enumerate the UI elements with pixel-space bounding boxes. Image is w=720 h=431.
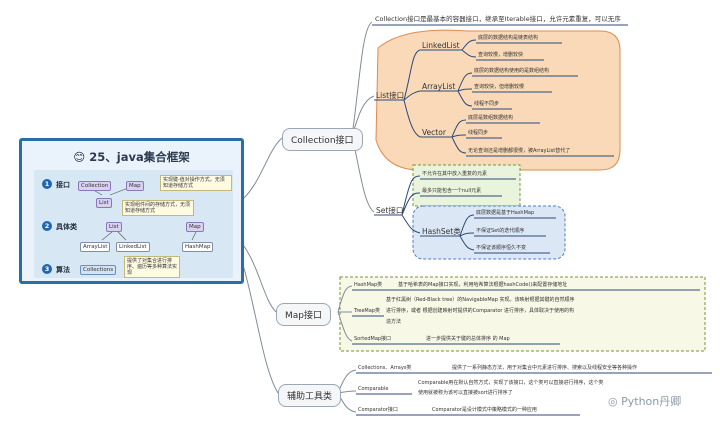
sortedmap-label: SortedMap接口 xyxy=(354,336,392,342)
set-region xyxy=(412,164,521,207)
edge-hashset-items xyxy=(459,214,475,251)
comparator-label: Comparator接口 xyxy=(358,407,398,413)
mini-collection: Collection xyxy=(78,181,112,191)
mini-linkedlist: LinkedList xyxy=(116,242,150,252)
edge-list-linked xyxy=(403,49,421,101)
mini-arraylist: ArrayList xyxy=(80,242,111,252)
edge-to-map xyxy=(243,245,277,313)
set-item-2: 最多只能包含一个null元素 xyxy=(422,188,482,194)
center-card-body: 1 接口 2 具体类 3 算法 Collection Map List 实现键-… xyxy=(34,170,233,278)
edge-to-collection xyxy=(243,137,283,199)
linkedlist-item-2: 查询较慢，增删较快 xyxy=(478,52,524,58)
step-1-badge: 1 xyxy=(42,179,52,189)
hashset-label: HashSet类 xyxy=(422,227,461,236)
map-node[interactable]: Map接口 xyxy=(276,303,331,326)
arraylist-item-3: 线程不同步 xyxy=(474,101,500,107)
list-interface-label: List接口 xyxy=(376,91,405,100)
step-3-label: 算法 xyxy=(56,266,70,274)
edge-list-array xyxy=(403,90,421,101)
linkedlist-item-1: 底层的数据结构是链表结构 xyxy=(478,35,539,41)
comparator-text: Comparator是设计模式中策略模式的一种应用 xyxy=(432,407,537,413)
map-region xyxy=(339,276,706,352)
algo-note: 提供了对集合进行排序、遍历等多种算法实现 xyxy=(124,256,180,278)
collection-node[interactable]: Collection接口 xyxy=(282,128,363,151)
vector-item-2: 线程同步 xyxy=(468,130,489,136)
sortedmap-text: 进一步提供关于键的总体排序 的 Map xyxy=(426,336,510,342)
hashset-item-2: 不保证Set的迭代顺序 xyxy=(476,228,525,234)
hashset-region xyxy=(412,205,566,260)
comparable-label: Comparable xyxy=(358,386,389,392)
step-3-badge: 3 xyxy=(42,264,52,274)
step-2-badge: 2 xyxy=(42,221,52,231)
watermark: ◎ Python丹卿 xyxy=(608,393,681,409)
hashset-item-1: 底层数据是基于HashMap xyxy=(476,210,535,216)
hashset-item-3: 不保证该顺序恒久不变 xyxy=(476,245,527,251)
edge-linked-items xyxy=(461,39,477,58)
set-interface-label: Set接口 xyxy=(376,206,404,215)
mini-map-2: Map xyxy=(186,222,204,232)
treemap-text-2: 进行排序，或者 根据创建映射时提供的Comparator 进行排序，具体取决于使… xyxy=(386,308,575,314)
step-2-label: 具体类 xyxy=(56,223,77,231)
collections-arrays-label: Collections、Arrays类 xyxy=(358,365,412,371)
treemap-text-1: 基于红黑树（Red-Black tree）的NavigableMap 实现。该映… xyxy=(386,297,575,303)
smile-icon: 😊 xyxy=(73,150,86,164)
collection-intro: Collection接口是最基本的容器接口，继承至Iterable接口，允许元素… xyxy=(375,15,621,23)
comparable-text-1: Comparable用在默认自然方式，实现了该接口，这个类可以直接进行排序，这个… xyxy=(418,380,604,386)
mini-list-2: List xyxy=(106,222,122,232)
edge-map-hashmap xyxy=(337,285,353,313)
edge-collection-top xyxy=(351,21,373,137)
set-item-1: 不允许在其中放入重复的元素 xyxy=(422,171,488,177)
hashmap-text: 基于哈希表的Map接口实现，利用哈希算法根据hashCode()来配置存储地址 xyxy=(398,282,568,288)
arraylist-label: ArrayList xyxy=(422,82,456,91)
watermark-text: Python丹卿 xyxy=(621,395,682,408)
mini-list: List xyxy=(96,198,112,208)
edge-map-sorted xyxy=(337,311,353,342)
arraylist-item-1: 底层的数据结构使用的是数组结构 xyxy=(474,68,550,74)
interface-note: 实现键-值对操作方式，无须知道存储方式 xyxy=(160,175,232,191)
comparable-text-2: 使用就被称为该可以直接被sort进行排序了 xyxy=(418,390,513,396)
treemap-label: TreeMap类 xyxy=(354,308,380,314)
collections-arrays-text: 提供了一系列静态方法，用于对集合中元素进行排序、搜索以及线程安全等各种操作 xyxy=(452,365,638,371)
vector-item-1: 底层是数组数据结构 xyxy=(468,115,514,121)
edge-to-tools xyxy=(243,267,279,394)
vector-label: Vector xyxy=(422,128,446,137)
mini-collections: Collections xyxy=(80,265,117,275)
center-title: 25、java集合框架 xyxy=(89,150,190,164)
list-region xyxy=(375,29,621,171)
arraylist-item-2: 查询较快，但增删较慢 xyxy=(474,84,525,90)
linkedlist-label: LinkedList xyxy=(422,41,460,50)
edge-array-items xyxy=(457,72,473,107)
edge-vector-items xyxy=(451,119,467,154)
mini-hashmap: HashMap xyxy=(182,242,214,252)
tools-node[interactable]: 辅助工具类 xyxy=(278,384,342,407)
mini-map: Map xyxy=(126,181,144,191)
vector-item-3: 无论查询还是增删都很慢，被ArrayList替代了 xyxy=(468,148,571,154)
treemap-text-3: 造方法 xyxy=(386,319,402,325)
step-1-label: 接口 xyxy=(56,181,70,189)
edge-list-vector xyxy=(403,99,421,138)
wechat-icon: ◎ xyxy=(608,395,622,408)
center-title-row: 😊 25、java集合框架 xyxy=(22,149,241,165)
edge-set-items xyxy=(401,175,421,234)
hashmap-label: HashMap类 xyxy=(354,282,383,288)
center-card: 😊 25、java集合框架 1 接口 2 具体类 3 算法 Collection… xyxy=(19,138,244,284)
class-note: 实现组件间的存储方式，无须知道存储方式 xyxy=(122,200,194,216)
